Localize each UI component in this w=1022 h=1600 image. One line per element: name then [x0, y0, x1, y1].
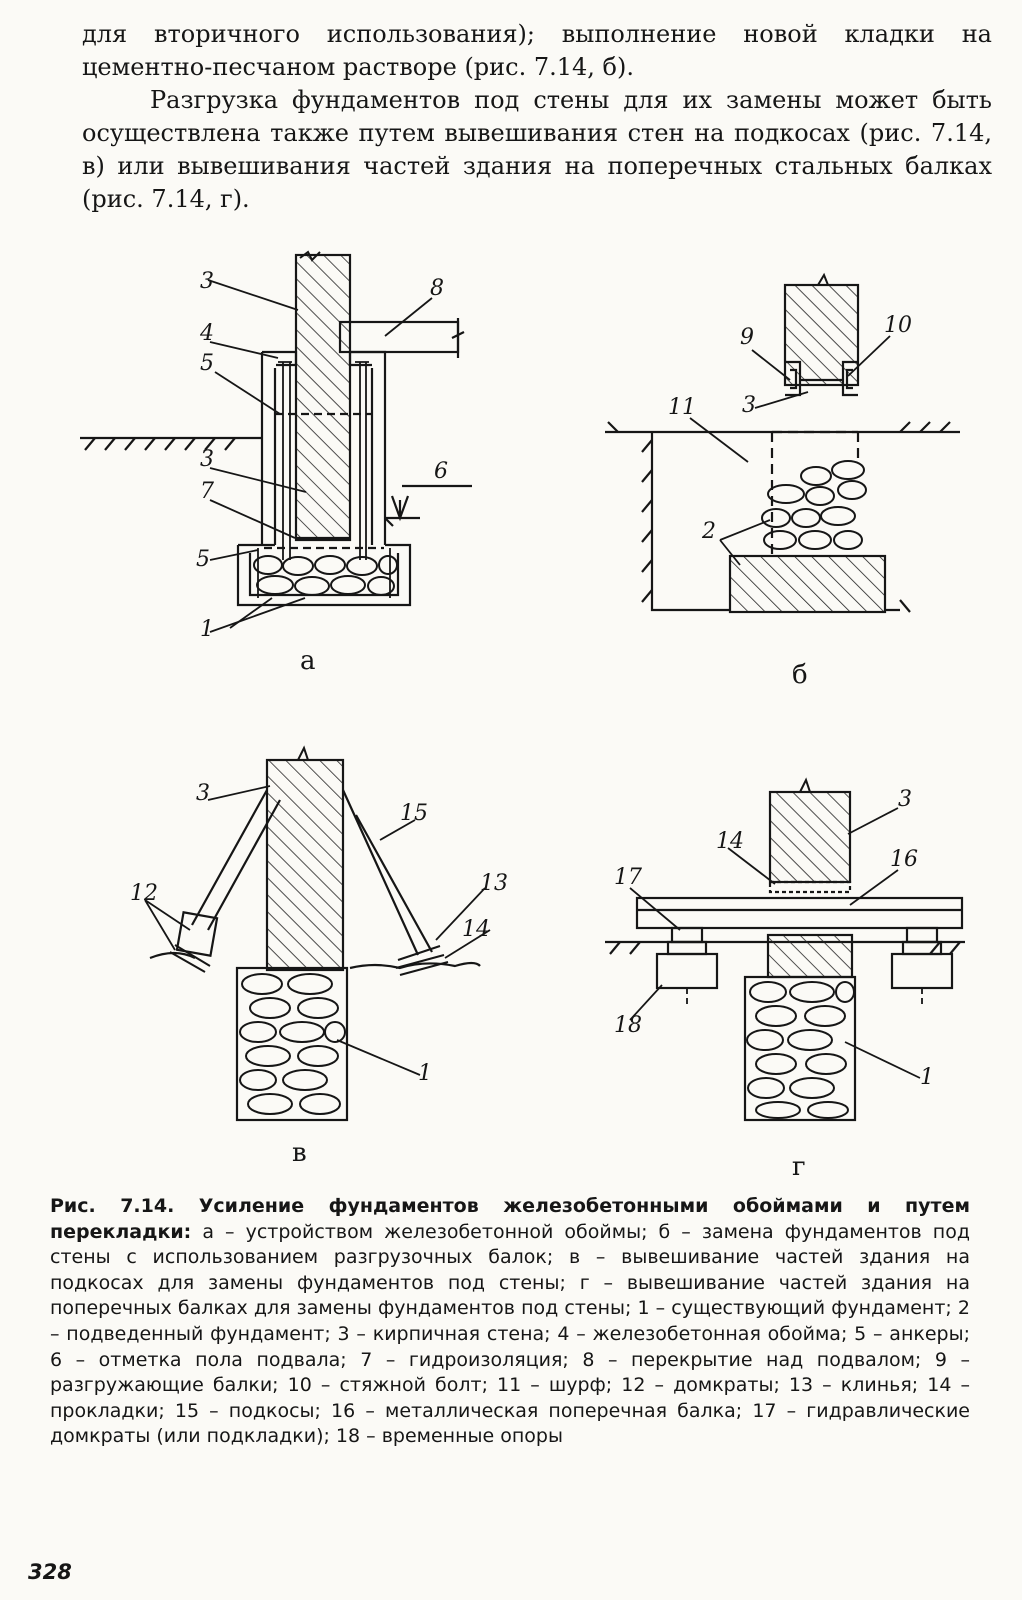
subfigure-label-b: б	[792, 660, 808, 690]
caption-body: а – устройством железобетонной обоймы; б…	[50, 1220, 970, 1448]
label-g-1: 1	[920, 1065, 934, 1090]
label-g-3: 3	[898, 787, 912, 812]
label-g-14: 14	[716, 829, 744, 854]
label-b-2: 2	[701, 519, 716, 544]
figure-a	[80, 250, 472, 633]
figure-b-labels: 9 10 3 11 2	[668, 313, 912, 544]
paragraph-1: для вторичного использования); выполнени…	[82, 20, 992, 81]
label-v-15: 15	[400, 801, 428, 826]
figure-b	[605, 272, 960, 614]
figure-v	[144, 745, 491, 1122]
subfigure-label-v: в	[292, 1138, 307, 1168]
paragraph-2: Разгрузка фундаментов под стены для их з…	[82, 86, 992, 213]
label-v-12: 12	[130, 881, 158, 906]
figure-v-labels: 3 15 12 13 14 1	[130, 781, 508, 1086]
label-a-5-bottom: 5	[196, 547, 210, 572]
label-a-6: 6	[434, 459, 448, 484]
label-b-10: 10	[884, 313, 912, 338]
page-number: 328	[28, 1560, 72, 1584]
figure-g-labels: 3 14 16 17 18 1	[614, 787, 934, 1090]
label-a-5-top: 5	[200, 351, 214, 376]
label-v-14: 14	[462, 917, 490, 942]
figure-caption: Рис. 7.14. Усиление фундаментов железобе…	[50, 1194, 970, 1450]
label-b-3: 3	[742, 393, 756, 418]
label-g-18: 18	[614, 1013, 642, 1038]
subfigure-label-g: г	[792, 1152, 806, 1182]
label-v-3: 3	[196, 781, 210, 806]
label-a-4: 4	[199, 321, 214, 346]
label-g-16: 16	[890, 847, 918, 872]
figure-a-labels: 3 8 4 5 3 6 7 5 1	[196, 269, 448, 642]
label-b-11: 11	[668, 395, 696, 420]
caption-title: Рис. 7.14. Усиление фундаментов железобе…	[50, 1195, 970, 1243]
label-b-9: 9	[740, 325, 754, 350]
label-a-3-top: 3	[200, 269, 214, 294]
label-a-1: 1	[200, 617, 214, 642]
figure-7-14: 3 8 4 5 3 6 7 5 1 9 10 3 11 2 3 15 12 13…	[80, 250, 965, 1122]
body-text: для вторичного использования); выполнени…	[82, 18, 992, 216]
label-v-1: 1	[418, 1061, 432, 1086]
label-a-8: 8	[430, 276, 444, 301]
label-a-3-mid: 3	[200, 447, 214, 472]
figure-g	[605, 777, 965, 1122]
subfigure-label-a: а	[300, 646, 316, 676]
label-v-13: 13	[480, 871, 508, 896]
label-a-7: 7	[200, 479, 214, 504]
label-g-17: 17	[614, 865, 642, 890]
